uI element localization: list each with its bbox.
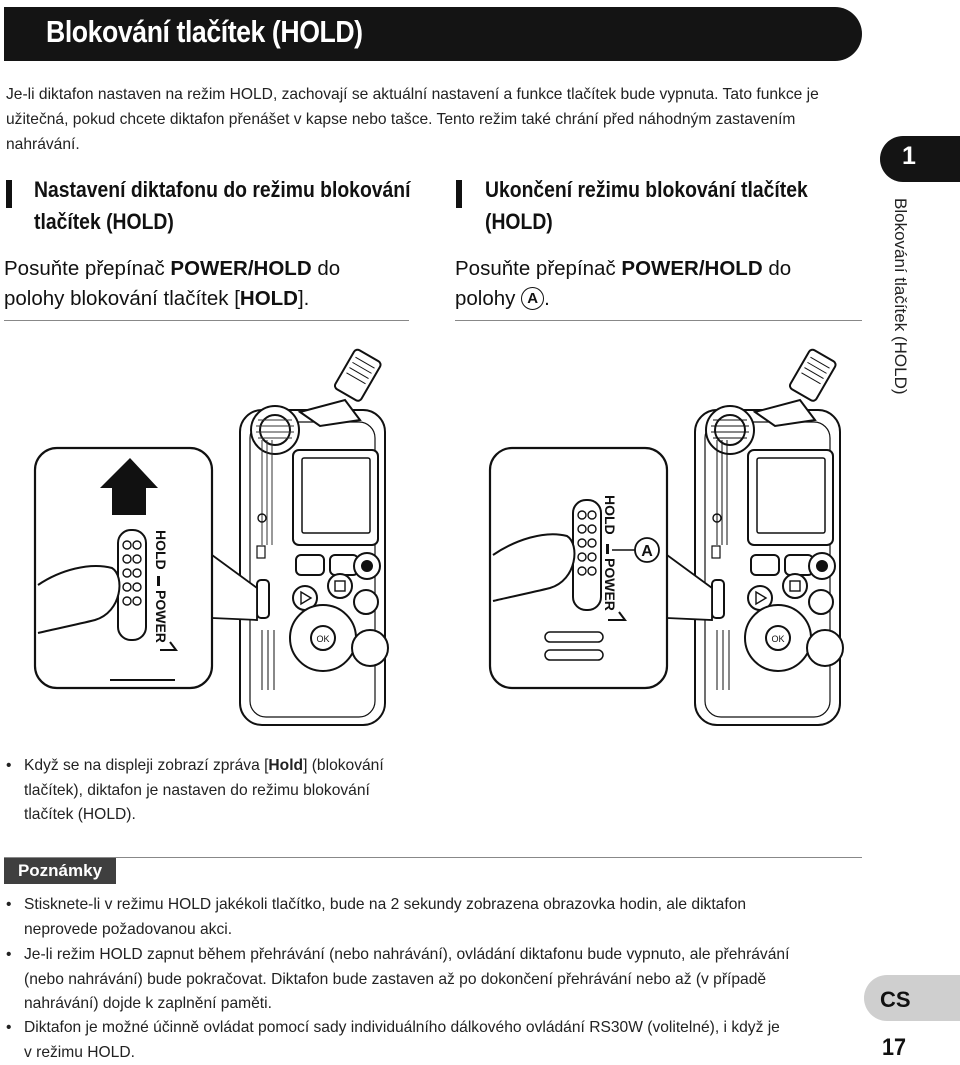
page-number: 17 <box>882 1034 906 1062</box>
note-line: Je-li režim HOLD zapnut během přehrávání… <box>24 943 864 968</box>
power-label: POWER <box>153 590 169 643</box>
hold-message-note: • Když se na displeji zobrazí zpráva [Ho… <box>24 754 424 828</box>
note-line: Stisknete-li v režimu HOLD jakékoli tlač… <box>24 893 864 918</box>
notes-rule <box>4 857 862 858</box>
hold-note-line2: tlačítek), diktafon je nastaven do režim… <box>24 779 424 804</box>
volume-dial <box>807 630 843 666</box>
microphone-icon <box>334 348 382 402</box>
menu-button <box>296 555 324 575</box>
microphone-icon <box>706 406 754 454</box>
left-section-rule <box>4 320 409 321</box>
right-heading-line1: Ukončení režimu blokování tlačítek <box>485 174 808 206</box>
volume-dial <box>352 630 388 666</box>
right-illustration: OK HOLD POWER A <box>455 330 875 735</box>
ok-label: OK <box>316 634 329 644</box>
marker-a-icon: A <box>521 287 544 310</box>
chapter-tab <box>880 136 960 182</box>
right-step-line1: Posuňte přepínač POWER/HOLD do <box>455 254 791 284</box>
running-title: Blokování tlačítek (HOLD) <box>890 198 920 438</box>
language-tab <box>864 975 960 1021</box>
intro-paragraph: Je-li diktafon nastaven na režim HOLD, z… <box>6 82 856 157</box>
right-step-line2: polohy A. <box>455 284 550 314</box>
power-label: POWER <box>602 558 618 611</box>
left-step-line2: polohy blokování tlačítek [HOLD]. <box>4 284 309 314</box>
note-item: • Diktafon je možné účinně ovládat pomoc… <box>24 1016 864 1065</box>
left-illustration: OK HOLD POWER <box>0 330 420 735</box>
right-heading-line2: (HOLD) <box>485 206 553 238</box>
left-heading-line1: Nastavení diktafonu do režimu blokování <box>34 174 411 206</box>
hold-note-line3: tlačítek (HOLD). <box>24 803 424 828</box>
microphone-icon <box>789 348 837 402</box>
power-hold-switch <box>257 580 269 618</box>
section-marker <box>456 180 462 208</box>
hold-slider <box>573 500 601 610</box>
fn-button <box>809 590 833 614</box>
hold-note-line1: Když se na displeji zobrazí zpráva [Hold… <box>24 754 424 779</box>
power-hold-switch <box>712 580 724 618</box>
note-line: (nebo nahrávání) bude pokračovat. Diktaf… <box>24 968 864 993</box>
note-item: • Je-li režim HOLD zapnut během přehrává… <box>24 943 864 1017</box>
bullet-dot: • <box>6 754 11 779</box>
left-step-line1: Posuňte přepínač POWER/HOLD do <box>4 254 340 284</box>
hold-label: HOLD <box>153 530 169 570</box>
hold-label: HOLD <box>602 495 618 535</box>
callout-a-label: A <box>641 543 653 560</box>
note-line: Diktafon je možné účinně ovládat pomocí … <box>24 1016 864 1041</box>
chapter-number: 1 <box>902 142 916 171</box>
notes-label: Poznámky <box>4 858 116 884</box>
right-section-rule <box>455 320 862 321</box>
recorder-illustration: OK <box>695 348 843 725</box>
note-line: nahrávání) dojde k zaplnění paměti. <box>24 992 864 1017</box>
left-heading-line2: tlačítek (HOLD) <box>34 206 174 238</box>
recorder-illustration: OK <box>240 348 388 725</box>
note-line: v režimu HOLD. <box>24 1041 864 1065</box>
language-code: CS <box>880 987 911 1013</box>
fn-button <box>354 590 378 614</box>
menu-button <box>751 555 779 575</box>
microphone-icon <box>251 406 299 454</box>
note-line: neprovede požadovanou akci. <box>24 918 864 943</box>
note-item: • Stisknete-li v režimu HOLD jakékoli tl… <box>24 893 864 942</box>
section-marker <box>6 180 12 208</box>
page-title: Blokování tlačítek (HOLD) <box>46 14 363 50</box>
ok-label: OK <box>771 634 784 644</box>
hold-slider <box>118 530 146 640</box>
